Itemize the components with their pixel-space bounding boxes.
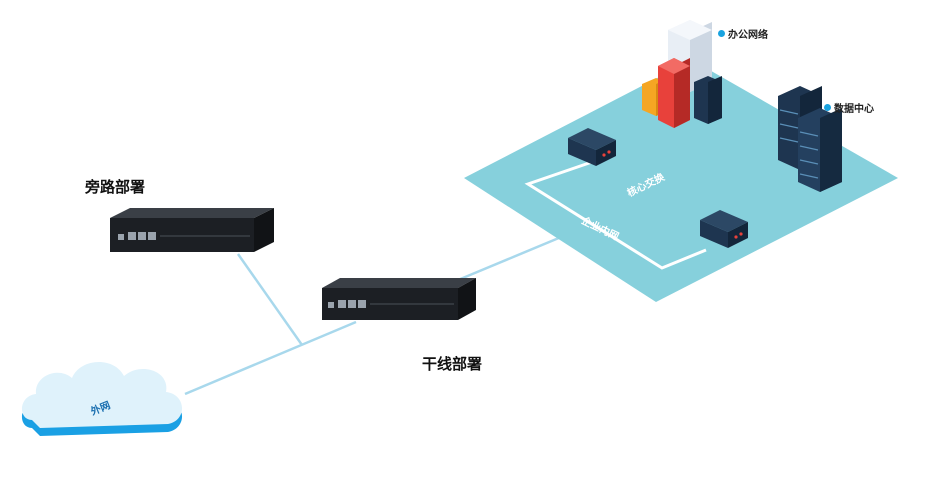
office-building-icon: [642, 20, 722, 128]
access-switch-icon: [700, 210, 748, 248]
internet-cloud-icon: [21, 361, 183, 436]
bypass-device-icon: [110, 208, 274, 252]
office-network-label: 办公网络: [728, 30, 768, 41]
datacenter-label: 数据中心: [834, 104, 874, 115]
link-cloud-to-inline: [184, 320, 357, 396]
inline-deployment-label: 干线部署: [422, 355, 483, 373]
inline-device-icon: [322, 278, 476, 320]
datacenter-server-icon: [778, 86, 842, 192]
core-switch-icon: [568, 128, 616, 166]
datacenter-bullet-icon: [824, 104, 831, 111]
bypass-deployment-label: 旁路部署: [85, 178, 146, 196]
intranet-paths: [524, 160, 707, 270]
link-bypass-to-junction: [236, 253, 304, 346]
office-bullet-icon: [718, 30, 725, 37]
